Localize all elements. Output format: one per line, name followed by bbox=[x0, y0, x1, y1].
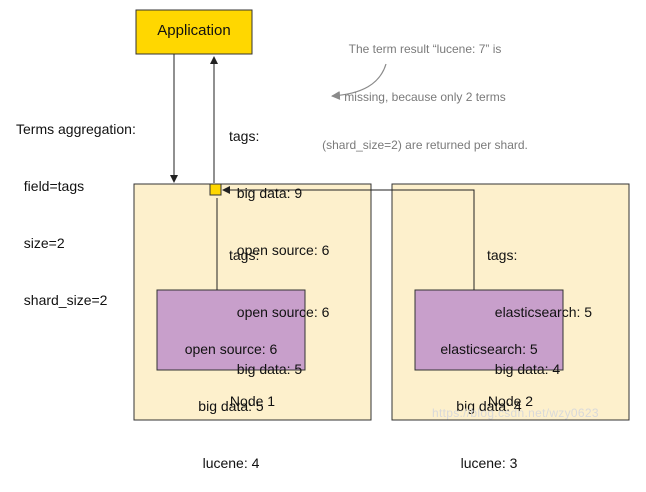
note-line: The term result “lucene: 7” is bbox=[348, 42, 502, 56]
node-2-shard-link bbox=[222, 186, 475, 290]
shard-term: big data: 5 bbox=[198, 398, 264, 414]
node-1-response-line: big data: 5 bbox=[229, 361, 303, 377]
node-1-response-line: tags: bbox=[229, 247, 260, 263]
result-line: tags: bbox=[229, 128, 260, 144]
result-line: open source: 6 bbox=[229, 242, 330, 258]
note-line: missing, because only 2 terms bbox=[344, 90, 506, 104]
note-line: (shard_size=2) are returned per shard. bbox=[322, 138, 528, 152]
request-line: field=tags bbox=[16, 178, 85, 194]
node-2-shard bbox=[414, 289, 564, 371]
shard-term: big data: 4 bbox=[456, 398, 522, 414]
node-2-response-line: elasticsearch: 5 bbox=[487, 304, 593, 320]
watermark: https://blog.csdn.net/wzy0623 bbox=[432, 406, 599, 420]
annotation-note: The term result “lucene: 7” is missing, … bbox=[300, 9, 550, 169]
request-line: shard_size=2 bbox=[16, 292, 108, 308]
aggregation-request: Terms aggregation: field=tags size=2 sha… bbox=[16, 82, 136, 329]
final-result: tags: big data: 9 open source: 6 bbox=[229, 89, 329, 279]
node-1-shard bbox=[156, 289, 306, 371]
request-line: Terms aggregation: bbox=[16, 121, 136, 137]
result-line: big data: 9 bbox=[229, 185, 303, 201]
shard-term: lucene: 3 bbox=[460, 455, 518, 471]
diagram-canvas bbox=[133, 9, 630, 421]
request-line: size=2 bbox=[16, 235, 65, 251]
note-pointer-arrow bbox=[331, 63, 387, 100]
node-1-response-line: open source: 6 bbox=[229, 304, 330, 320]
node-1-label: Node 1 bbox=[229, 393, 276, 409]
node-2-response-line: tags: bbox=[487, 247, 518, 263]
merge-point bbox=[209, 183, 222, 196]
node-2-label: Node 2 bbox=[487, 393, 534, 409]
shard-term: open source: 6 bbox=[184, 341, 278, 357]
node-2-response-line: big data: 4 bbox=[487, 361, 561, 377]
node-1-response: tags: open source: 6 big data: 5 bbox=[229, 208, 329, 398]
application-box bbox=[135, 9, 253, 55]
application-label: Application bbox=[157, 22, 231, 39]
shard-term: lucene: 4 bbox=[202, 455, 260, 471]
shard-term: elasticsearch: 5 bbox=[440, 341, 538, 357]
node-2-response: tags: elasticsearch: 5 big data: 4 bbox=[487, 208, 592, 398]
